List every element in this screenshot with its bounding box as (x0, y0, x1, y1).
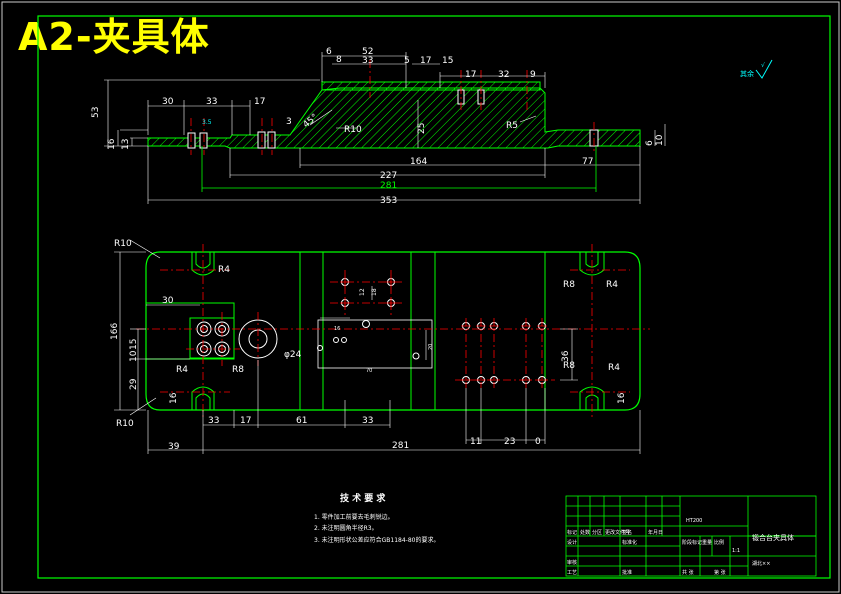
title-block: 标记 处数 分区 更改文件号 签名 年月日 设计 标准化 阶段标记 重量 比例 … (565, 495, 817, 577)
dim-top-15: 15 (129, 339, 139, 350)
front-view: 6 52 8 33 5 17 15 17 32 9 53 30 33 17 16… (91, 47, 666, 206)
dim-front-227: 227 (380, 171, 397, 181)
dim-front-53: 53 (91, 107, 101, 118)
svg-text:处数: 处数 (580, 529, 590, 536)
title-block-part-name: 锻合台夹具体 (752, 533, 794, 542)
dim-top-10: 10 (129, 350, 139, 362)
dim-top-281: 281 (392, 441, 409, 451)
tech-req-item-3: 3. 未注明形状公差应符合GB1184-80的要求。 (314, 536, 439, 544)
dim-top-r4b: R4 (606, 280, 618, 290)
dim-top-166: 166 (110, 323, 120, 340)
dim-top-r4d: R4 (608, 363, 620, 373)
dim-top-0: 0 (535, 437, 541, 447)
dim-front-5: 5 (404, 56, 410, 66)
dim-front-8: 8 (336, 55, 342, 65)
svg-text:重量: 重量 (702, 539, 712, 546)
svg-text:共 张: 共 张 (682, 569, 694, 576)
dim-front-17c: 17 (254, 97, 265, 107)
dim-front-77: 77 (582, 157, 593, 167)
dim-front-353: 353 (380, 196, 397, 206)
svg-text:标记: 标记 (567, 529, 577, 536)
dim-top-36: 36 (561, 350, 571, 362)
surface-roughness-icon: 其余 √ (740, 59, 773, 79)
dim-front-30: 30 (162, 97, 174, 107)
dim-top-16l: 16 (334, 326, 340, 332)
front-view-section (147, 87, 641, 149)
svg-text:第 张: 第 张 (714, 569, 726, 576)
svg-text:标准化: 标准化 (622, 539, 637, 546)
dim-front-3: 3 (286, 117, 292, 127)
dim-front-164: 164 (410, 157, 427, 167)
dim-top-29: 29 (129, 378, 139, 390)
dim-top-r10b: R10 (116, 419, 134, 429)
dim-top-phi24: φ24 (284, 350, 302, 360)
dim-front-25: 25 (417, 123, 427, 134)
dim-front-16: 16 (107, 138, 117, 150)
dim-front-17a: 17 (420, 56, 431, 66)
dim-front-9: 9 (530, 70, 536, 80)
dim-front-17b: 17 (465, 70, 476, 80)
svg-text:批准: 批准 (622, 569, 632, 576)
svg-text:比例: 比例 (714, 539, 724, 546)
tech-req-heading: 技 术 要 求 (340, 492, 386, 504)
drawing-frame (37, 15, 831, 579)
dim-top-33b: 33 (362, 416, 373, 426)
svg-text:签名: 签名 (622, 529, 632, 536)
dim-front-13: 13 (121, 139, 131, 150)
dim-front-10r: 10 (655, 134, 665, 146)
dim-top-r8c: R8 (563, 361, 575, 371)
dim-top-18: 18 (371, 288, 378, 296)
dim-front-6: 6 (326, 47, 332, 57)
dim-top-61: 61 (296, 416, 307, 426)
svg-text:分区: 分区 (592, 529, 602, 536)
svg-text:年月日: 年月日 (648, 529, 663, 536)
dim-top-70: 70 (366, 368, 372, 374)
dim-top-r10a: R10 (114, 239, 132, 249)
dim-top-16a: 16 (169, 392, 179, 404)
svg-text:工艺: 工艺 (567, 570, 577, 576)
svg-text:√: √ (761, 62, 765, 69)
dim-top-r4c: R4 (176, 365, 188, 375)
dim-front-3-5: 3.5 (202, 119, 212, 126)
technical-requirements: 技 术 要 求 1. 零件加工前要去毛刺锐边。 2. 未注明圆角半径R3。 3.… (314, 492, 439, 544)
dim-front-r5: R5 (506, 121, 518, 131)
dim-front-6r: 6 (645, 140, 655, 146)
dim-front-32: 32 (498, 70, 509, 80)
dim-front-52: 52 (362, 47, 373, 57)
dim-front-33b: 33 (206, 97, 217, 107)
dim-top-30: 30 (162, 296, 174, 306)
dim-top-r8a: R8 (563, 280, 575, 290)
dim-front-15: 15 (442, 56, 453, 66)
title-block-scale: 1:1 (732, 548, 740, 554)
svg-text:其余: 其余 (740, 69, 754, 78)
dim-top-r4a: R4 (218, 265, 230, 275)
dim-top-r8b: R8 (232, 365, 244, 375)
svg-text:审核: 审核 (567, 559, 577, 566)
tech-req-item-1: 1. 零件加工前要去毛刺锐边。 (314, 513, 394, 521)
dim-top-20: 20 (428, 344, 434, 350)
dim-top-16b: 16 (617, 392, 627, 404)
drawing-title: A2-夹具体 (18, 15, 210, 59)
svg-text:设计: 设计 (567, 539, 577, 546)
dim-top-17: 17 (240, 416, 251, 426)
dim-front-r10: R10 (344, 125, 362, 135)
svg-text:更改文件号: 更改文件号 (605, 529, 630, 536)
dim-top-12: 12 (359, 288, 366, 296)
top-view-outline (145, 251, 641, 411)
dim-top-23: 23 (504, 437, 515, 447)
dim-front-33: 33 (362, 56, 373, 66)
dim-top-33a: 33 (208, 416, 219, 426)
dim-front-281: 281 (380, 181, 397, 191)
tech-req-item-2: 2. 未注明圆角半径R3。 (314, 524, 378, 532)
svg-text:阶段标记: 阶段标记 (682, 539, 702, 546)
top-view: R10 R4 R8 R4 30 166 15 10 29 R4 R8 R8 R4… (110, 239, 650, 454)
dim-top-11: 11 (470, 437, 481, 447)
dim-top-39: 39 (168, 442, 180, 452)
title-block-material: HT200 (686, 518, 702, 524)
title-block-school: 湖北×× (752, 560, 770, 567)
